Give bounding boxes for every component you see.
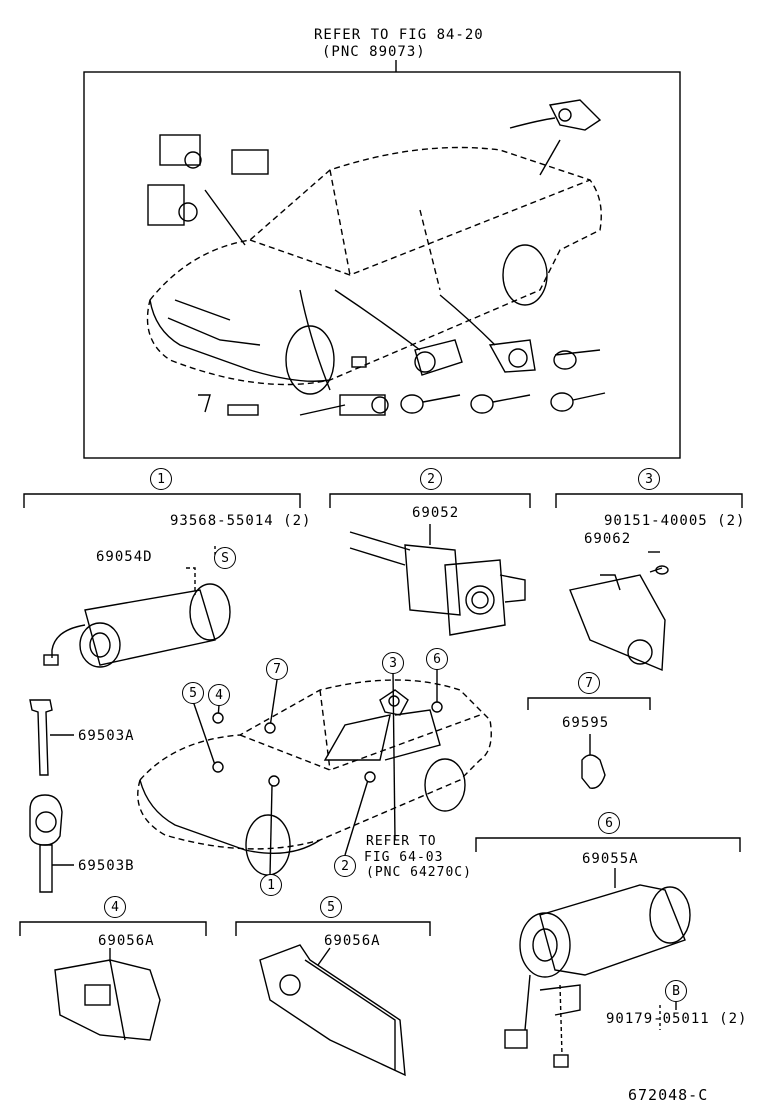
car-callout-1: 1 <box>260 874 282 896</box>
part-69595-label: 69595 <box>562 715 610 731</box>
car-callout-6: 6 <box>426 648 448 670</box>
section-6-index: 6 <box>598 812 620 834</box>
section-brackets <box>19 493 743 936</box>
part-69503a <box>29 699 74 776</box>
bolt-symbol-b: B <box>665 980 687 1002</box>
car-callout-2: 2 <box>334 855 356 877</box>
car-refer-line2: FIG 64-03 <box>364 850 444 865</box>
car-callout-4: 4 <box>208 684 230 706</box>
section-4-index: 4 <box>104 896 126 918</box>
section-1-index: 1 <box>150 468 172 490</box>
part-69056a-right <box>259 944 406 1077</box>
part-69052-label: 69052 <box>412 505 460 521</box>
part-69055a-label: 69055A <box>582 851 639 867</box>
part-69595 <box>581 734 606 789</box>
part-90179-05011-label: 90179-05011 (2) <box>606 1011 748 1027</box>
section-7-index: 7 <box>578 672 600 694</box>
part-69055a <box>504 868 691 1068</box>
overview-arrows <box>204 139 561 391</box>
section-2-index: 2 <box>420 468 442 490</box>
part-69052 <box>349 524 526 636</box>
part-69062-label: 69062 <box>584 531 632 547</box>
part-69054d-label: 69054D <box>96 549 153 565</box>
part-69503b-label: 69503B <box>78 858 135 874</box>
drawing-code: 672048-C <box>628 1086 709 1104</box>
part-69056a-left <box>54 948 161 1041</box>
middle-car-leaders <box>192 668 438 876</box>
part-69054d <box>43 583 231 668</box>
overview-components <box>147 99 606 416</box>
car-callout-3: 3 <box>382 652 404 674</box>
overview-car <box>146 146 602 386</box>
part-69503b <box>29 794 74 893</box>
part-69062 <box>569 551 669 672</box>
section-5-index: 5 <box>320 896 342 918</box>
part-90151-40005-label: 90151-40005 (2) <box>604 513 746 529</box>
section-3-index: 3 <box>638 468 660 490</box>
car-refer-line3: (PNC 64270C) <box>366 865 472 880</box>
overview-frame <box>83 71 681 459</box>
part-69503a-label: 69503A <box>78 728 135 744</box>
car-refer-line1: REFER TO <box>366 834 437 849</box>
refer-line2: (PNC 89073) <box>322 44 426 60</box>
part-93568-55014-label: 93568-55014 (2) <box>170 513 312 529</box>
middle-car <box>137 679 492 876</box>
car-callout-7: 7 <box>266 658 288 680</box>
part-69056a-right-label: 69056A <box>324 933 381 949</box>
refer-line1: REFER TO FIG 84-20 <box>314 27 484 43</box>
screw-symbol-s: S <box>214 547 236 569</box>
part-69056a-left-label: 69056A <box>98 933 155 949</box>
overview-car-front <box>149 244 548 395</box>
car-callout-5: 5 <box>182 682 204 704</box>
